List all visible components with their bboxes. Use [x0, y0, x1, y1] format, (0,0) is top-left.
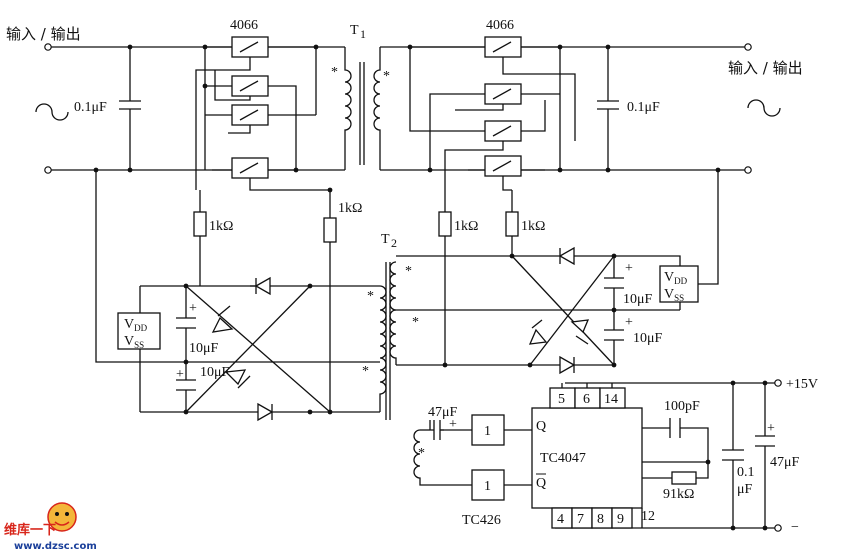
- svg-text:VSS: VSS: [124, 334, 144, 350]
- left-io-bottom-terminal: [44, 166, 52, 174]
- svg-text:47μF: 47μF: [770, 455, 800, 470]
- right-ac-source-icon: [747, 99, 781, 117]
- right-rectifier-bridge: [396, 246, 680, 375]
- right-io-top-terminal: [744, 43, 752, 51]
- buffer-q: [471, 414, 505, 446]
- svg-text:+: +: [189, 301, 197, 316]
- right-io-bottom-terminal: [744, 166, 752, 174]
- svg-text:14: 14: [604, 392, 618, 407]
- svg-text:2: 2: [391, 236, 397, 250]
- right-io-label: 输入 / 输出: [728, 59, 803, 77]
- svg-text:1: 1: [484, 479, 491, 494]
- watermark-url: www.dzsc.com: [14, 541, 97, 552]
- left-filter-capacitor-bottom: [176, 362, 196, 412]
- supply-label: +15V: [786, 377, 818, 392]
- left-resistor-1: [193, 190, 207, 282]
- svg-text:1: 1: [360, 27, 366, 41]
- right-cap-label: 0.1μF: [627, 100, 660, 115]
- buffer-qbar: [471, 469, 505, 501]
- left-ac-source-icon: [35, 103, 69, 121]
- svg-text:*: *: [418, 446, 425, 461]
- right-filter-capacitor-bottom: [604, 310, 624, 365]
- svg-text:6: 6: [583, 392, 590, 407]
- left-io-top-terminal: [44, 43, 52, 51]
- right-resistor-2: [505, 190, 519, 256]
- svg-text:7: 7: [577, 512, 584, 527]
- svg-text:Q: Q: [536, 419, 546, 434]
- svg-text:47μF: 47μF: [428, 405, 458, 420]
- svg-text:1kΩ: 1kΩ: [209, 219, 233, 234]
- supply-terminal: [774, 379, 782, 387]
- svg-text:1kΩ: 1kΩ: [521, 219, 545, 234]
- tc4047-label: TC4047: [540, 451, 586, 466]
- svg-text:+: +: [625, 261, 633, 276]
- svg-text:*: *: [405, 264, 412, 279]
- svg-text:10μF: 10μF: [633, 331, 663, 346]
- svg-text:μF: μF: [737, 482, 753, 497]
- left-4066-label: 4066: [230, 18, 258, 33]
- svg-text:1kΩ: 1kΩ: [338, 201, 362, 216]
- t1-label: T: [350, 23, 359, 38]
- svg-text:1: 1: [484, 424, 491, 439]
- tc4047-ic: [531, 407, 643, 509]
- svg-text:*: *: [367, 289, 374, 304]
- svg-text:91kΩ: 91kΩ: [663, 487, 694, 502]
- left-filter-capacitor-top: [176, 286, 196, 362]
- left-vdd-vss-box: VDD VSS: [117, 286, 161, 412]
- svg-text:VDD: VDD: [664, 270, 688, 286]
- svg-text:10μF: 10μF: [200, 365, 230, 380]
- left-4066-switch-array: 4066: [195, 18, 333, 193]
- ground-terminal: [774, 524, 782, 532]
- right-resistor-1: [438, 190, 452, 365]
- svg-text:4: 4: [557, 512, 564, 527]
- svg-text:100pF: 100pF: [664, 399, 700, 414]
- transformer-t2: T 2 * * * *: [362, 232, 419, 420]
- svg-text:5: 5: [558, 392, 565, 407]
- svg-text:10μF: 10μF: [189, 341, 219, 356]
- svg-text:+: +: [176, 367, 184, 382]
- watermark-logo: 维库一下 www.dzsc.com: [4, 502, 97, 552]
- svg-text:Q: Q: [536, 476, 546, 491]
- svg-text:*: *: [362, 364, 369, 379]
- svg-text:*: *: [331, 65, 338, 80]
- svg-text:12: 12: [641, 509, 655, 524]
- svg-text:10μF: 10μF: [623, 292, 653, 307]
- right-input-capacitor: [597, 47, 619, 170]
- svg-text:+: +: [767, 421, 775, 436]
- svg-text:0.1: 0.1: [737, 465, 755, 480]
- tc426-label: TC426: [462, 513, 501, 528]
- svg-text:+: +: [625, 315, 633, 330]
- right-filter-capacitor-top: [604, 256, 624, 310]
- svg-text:8: 8: [597, 512, 604, 527]
- svg-text:9: 9: [617, 512, 624, 527]
- transformer-t1: T 1 * *: [331, 23, 390, 170]
- left-cap-label: 0.1μF: [74, 100, 107, 115]
- oscillator-section: +15V − TC4047 5 6 14 4 7 8 9 12 Q Q 100p…: [413, 377, 818, 535]
- right-4066-label: 4066: [486, 18, 514, 33]
- svg-text:VSS: VSS: [664, 287, 684, 303]
- svg-text:+: +: [449, 417, 457, 432]
- left-io-label: 输入 / 输出: [6, 25, 81, 43]
- right-vdd-vss-box: VDD VSS: [614, 170, 719, 310]
- left-io-section: 输入 / 输出 0.1μF: [6, 25, 345, 174]
- svg-text:*: *: [383, 69, 390, 84]
- left-input-capacitor: [119, 47, 141, 170]
- svg-text:VDD: VDD: [124, 317, 148, 333]
- left-resistor-2: [323, 190, 337, 412]
- svg-text:−: −: [791, 520, 799, 535]
- right-io-section: 输入 / 输出 0.1μF: [380, 43, 803, 174]
- right-4066-switch-array: 4066: [407, 18, 576, 191]
- svg-text:*: *: [412, 315, 419, 330]
- left-rectifier-bridge: [95, 170, 380, 422]
- svg-text:1kΩ: 1kΩ: [454, 219, 478, 234]
- watermark-brand: 维库一下: [4, 522, 56, 538]
- svg-text:T: T: [381, 232, 390, 247]
